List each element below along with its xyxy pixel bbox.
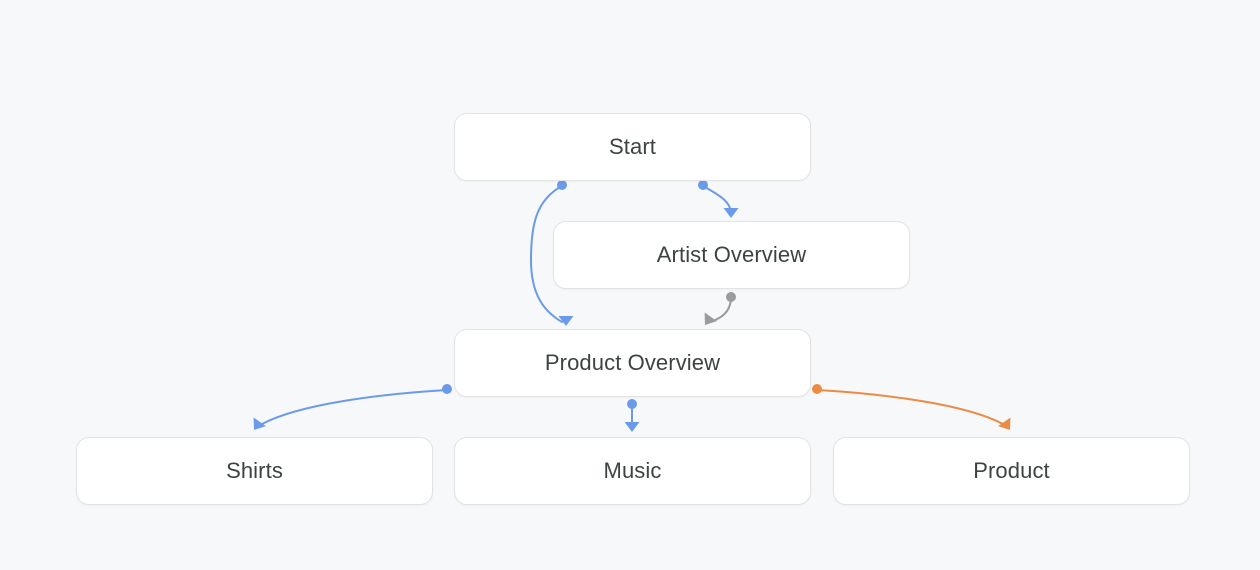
edge-start-to-artist-overview (698, 180, 739, 218)
edge-product-overview-to-product (812, 384, 1011, 430)
node-label: Artist Overview (656, 242, 807, 267)
edge-artist-overview-to-product-overview (704, 292, 736, 325)
edge-source-handle[interactable] (812, 384, 822, 394)
node-shirts[interactable]: Shirts (76, 437, 433, 505)
edge-arrowhead-icon (998, 417, 1011, 430)
node-label: Product (973, 458, 1050, 483)
node-product[interactable]: Product (833, 437, 1190, 505)
edge-path (702, 185, 732, 215)
node-product-overview[interactable]: Product Overview (454, 329, 811, 397)
node-start[interactable]: Start (454, 113, 811, 181)
edge-source-handle[interactable] (442, 384, 452, 394)
edge-path (261, 389, 448, 425)
node-label: Music (603, 458, 662, 483)
edge-product-overview-to-shirts (253, 384, 452, 430)
edge-product-overview-to-music (624, 399, 640, 432)
node-artist-overview[interactable]: Artist Overview (553, 221, 910, 289)
edge-arrowhead-icon (558, 316, 574, 326)
edge-arrowhead-icon (723, 208, 739, 218)
edge-arrowhead-icon (253, 417, 266, 430)
edge-source-handle[interactable] (627, 399, 637, 409)
node-music[interactable]: Music (454, 437, 811, 505)
node-label: Start (609, 134, 656, 159)
edge-path (817, 389, 1004, 425)
edge-source-handle[interactable] (698, 180, 708, 190)
node-label: Shirts (226, 458, 283, 483)
edge-arrowhead-icon (704, 312, 717, 325)
edge-source-handle[interactable] (557, 180, 567, 190)
edge-arrowhead-icon (624, 422, 640, 432)
edge-source-handle[interactable] (726, 292, 736, 302)
edge-path (709, 298, 732, 323)
node-label: Product Overview (544, 350, 721, 375)
